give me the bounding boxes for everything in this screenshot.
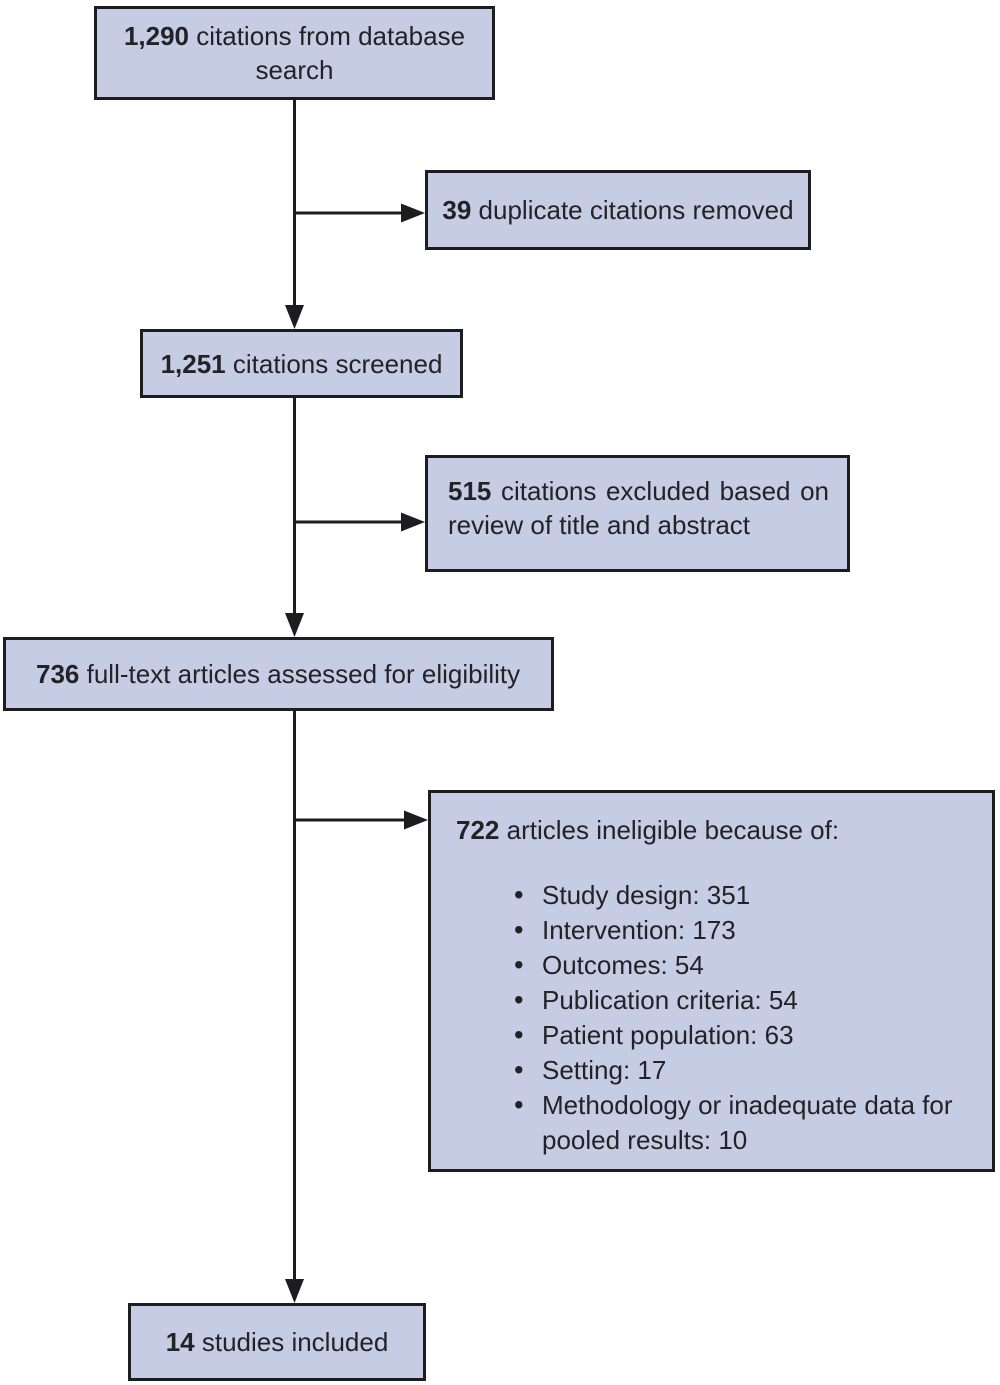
box-citations-screened-text: 1,251 citations screened [160,348,443,379]
arrow-search-to-screened-head [285,305,304,329]
arrow-screened-to-fulltext-head [285,613,304,637]
box-studies-included: 14 studies included [128,1303,426,1381]
box-database-search-text: 1,290 citations from database search [123,21,466,85]
box-studies-included-text: 14 studies included [165,1327,389,1357]
box-articles-ineligible-header: 722 articles ineligible because of: [456,815,840,845]
box-duplicates-removed: 39 duplicate citations removed [425,170,811,250]
box-database-search: 1,290 citations from database search [94,6,495,100]
reason-study-design: Study design: 351 [514,877,968,913]
ineligibility-reason-list: Study design: 351 Intervention: 173 Outc… [456,877,968,1158]
reason-methodology: Methodology or inadequate data for poole… [514,1087,968,1158]
count-citations-screened: 1,251 [160,348,226,379]
arrow-to-duplicates-head [401,203,425,223]
count-articles-ineligible: 722 [456,815,500,845]
box-articles-ineligible: 722 articles ineligible because of: Stud… [428,790,995,1172]
box-fulltext-assessed: 736 full-text articles assessed for elig… [3,637,554,711]
count-database-search: 1,290 [123,21,190,51]
reason-setting: Setting: 17 [514,1052,968,1088]
count-fulltext-assessed: 736 [36,659,80,689]
arrow-to-excluded-head [401,512,425,532]
arrow-fulltext-to-included-head [285,1279,304,1303]
box-citations-excluded-text: 515 citations excluded based on review o… [448,476,829,540]
box-duplicates-removed-text: 39 duplicate citations removed [442,195,794,225]
count-duplicates-removed: 39 [442,195,472,225]
count-studies-included: 14 [165,1327,195,1357]
box-citations-screened: 1,251 citations screened [140,329,463,398]
box-citations-excluded: 515 citations excluded based on review o… [425,455,850,572]
reason-outcomes: Outcomes: 54 [514,947,968,983]
reason-intervention: Intervention: 173 [514,912,968,948]
reason-publication-criteria: Publication criteria: 54 [514,982,968,1018]
box-fulltext-assessed-text: 736 full-text articles assessed for elig… [36,659,521,689]
count-citations-excluded: 515 [448,476,492,506]
arrow-to-ineligible-head [404,810,428,830]
reason-patient-population: Patient population: 63 [514,1017,968,1053]
